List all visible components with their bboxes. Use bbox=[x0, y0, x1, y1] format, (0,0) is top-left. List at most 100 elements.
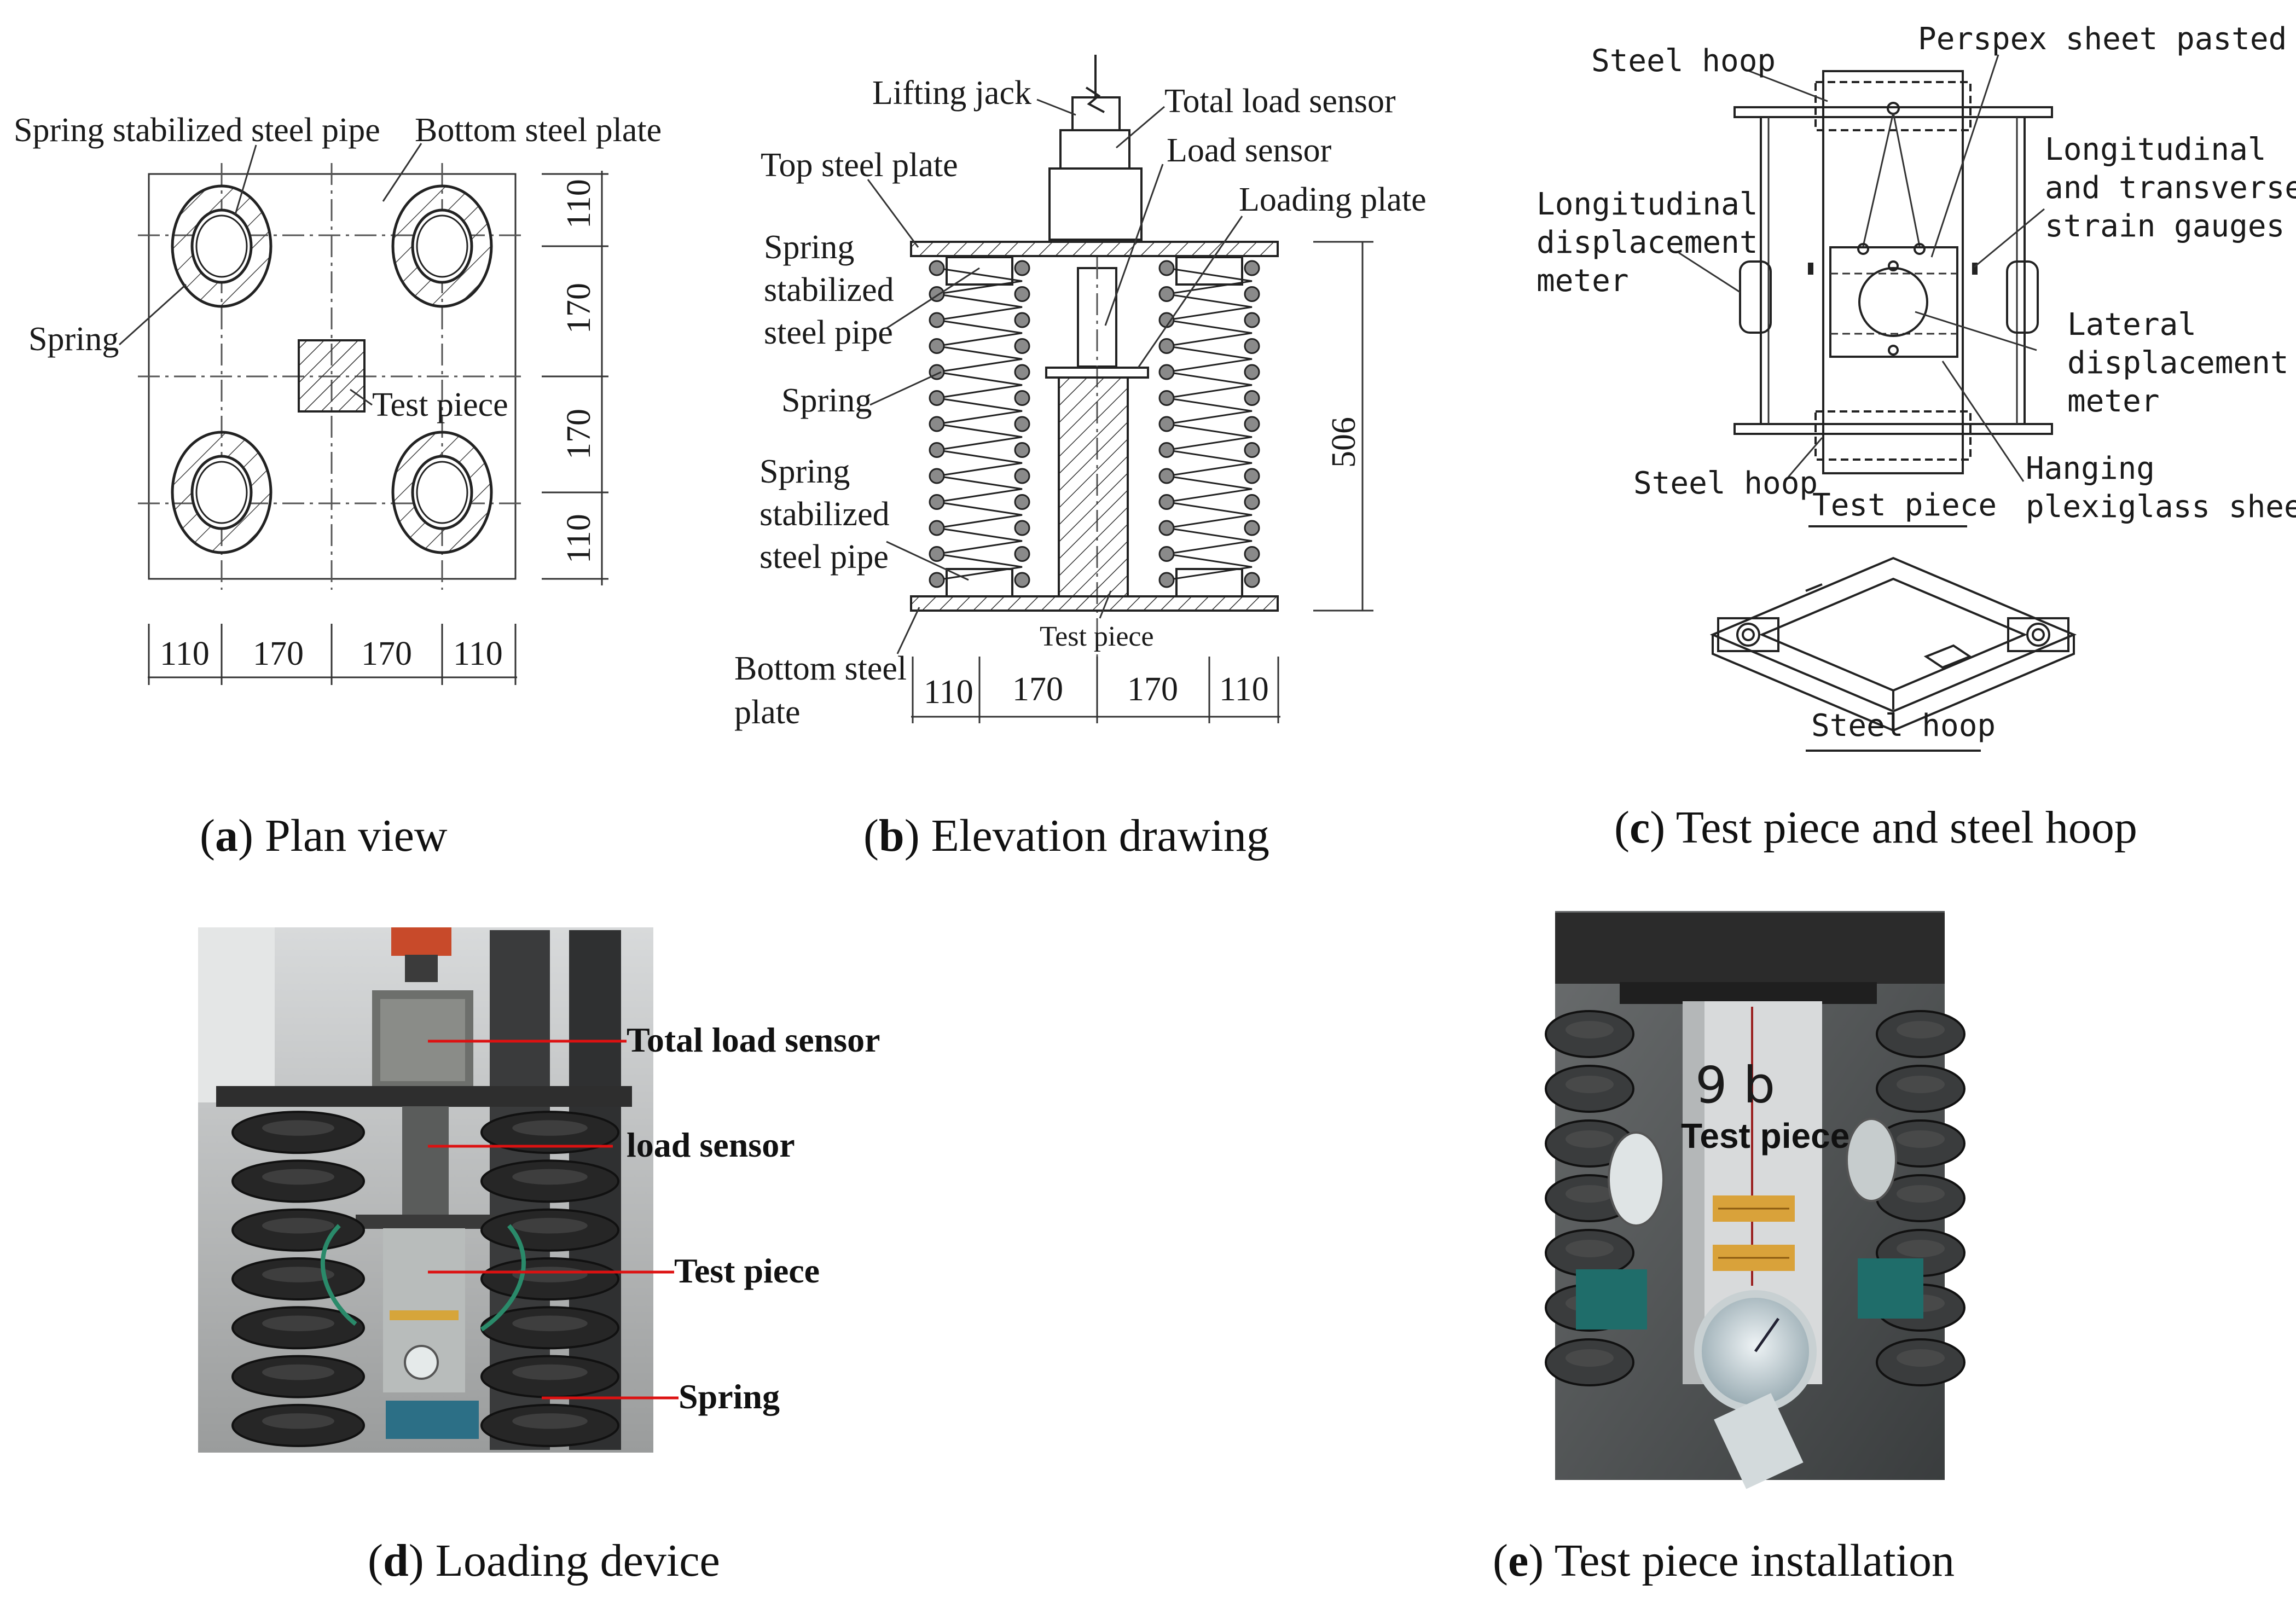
label-steel-hoop-top: Steel hoop bbox=[1591, 43, 1776, 79]
photo-e-label-test-piece: Test piece bbox=[1681, 1116, 1849, 1156]
label-spring-pipe-top-3: steel pipe bbox=[764, 314, 893, 351]
dim-b-1: 110 bbox=[924, 674, 973, 711]
spring-right bbox=[1158, 260, 1260, 588]
spring-left bbox=[929, 260, 1030, 588]
test-piece-column bbox=[1822, 70, 1964, 474]
leader-bottom-plate bbox=[382, 143, 422, 202]
label-hanging-2: plexiglass sheet bbox=[2026, 489, 2296, 525]
photo-e-green-block-right bbox=[1858, 1258, 1923, 1319]
hoop-top bbox=[1814, 81, 1972, 131]
lifting-jack bbox=[1071, 96, 1121, 131]
spring-ring-tr bbox=[391, 184, 493, 308]
dim-bottom-2: 170 bbox=[253, 635, 304, 672]
label-test-piece: Test piece bbox=[1040, 621, 1154, 652]
hanging-string bbox=[1892, 112, 1921, 247]
photo-d-cable bbox=[320, 1224, 357, 1326]
label-long-trans-1: Longitudinal bbox=[2045, 132, 2266, 167]
gauge-mark bbox=[1972, 263, 1978, 275]
break-symbol bbox=[1085, 86, 1105, 113]
leader bbox=[1678, 252, 1741, 293]
photo-d-jack-rod bbox=[405, 955, 438, 982]
lateral-disp-circle bbox=[1858, 267, 1928, 337]
label-loading-plate: Loading plate bbox=[1239, 181, 1427, 218]
photo-e-top-plate bbox=[1555, 913, 1945, 984]
photo-e-dial-needle bbox=[1754, 1317, 1780, 1352]
photo-d-strain-gauge bbox=[390, 1310, 459, 1320]
top-steel-plate bbox=[910, 241, 1279, 257]
leader bbox=[1104, 164, 1164, 326]
label-top-plate: Top steel plate bbox=[761, 147, 958, 184]
caption-b: (b) Elevation drawing bbox=[863, 810, 1269, 861]
label-long-trans-3: strain gauges bbox=[2045, 208, 2285, 244]
label-spring: Spring bbox=[28, 321, 119, 358]
dim-bottom-3: 170 bbox=[361, 635, 412, 672]
label-spring-pipe-bot-2: stabilized bbox=[759, 496, 890, 533]
long-disp-meter-left bbox=[1739, 260, 1772, 334]
spring-ring-br bbox=[391, 431, 493, 554]
hoop-top-arm bbox=[1733, 106, 2053, 118]
dim-right-3: 170 bbox=[560, 409, 598, 460]
label-long-disp-3: meter bbox=[1537, 263, 1629, 299]
load-sensor-box bbox=[1048, 167, 1143, 241]
label-bottom-plate: Bottom steel plate bbox=[415, 112, 662, 149]
leader bbox=[869, 371, 942, 406]
string-end bbox=[1857, 243, 1869, 255]
label-long-disp-1: Longitudinal bbox=[1537, 187, 1758, 222]
leader bbox=[1116, 106, 1165, 149]
pipe-top-left bbox=[946, 256, 1013, 286]
label-lat-disp-2: displacement bbox=[2067, 345, 2289, 381]
photo-d-loading-plate bbox=[356, 1215, 503, 1229]
label-spring-pipe-bot-3: steel pipe bbox=[759, 538, 889, 576]
hoop-bottom-arm bbox=[1733, 423, 2053, 435]
panel-d-loading-device-photo: Total load sensor load sensor Test piece… bbox=[198, 927, 880, 1586]
dim-height: 506 bbox=[1325, 417, 1362, 468]
leader bbox=[1787, 437, 1823, 478]
label-load-sensor: Load sensor bbox=[1167, 132, 1332, 169]
leader bbox=[1915, 311, 2037, 351]
panel-e-installation-photo: 9 b Test piece (e) Test piece installati… bbox=[1493, 911, 1965, 1586]
photo-d-top-plate bbox=[216, 1086, 632, 1107]
label-long-disp-2: displacement bbox=[1537, 225, 1758, 260]
leader bbox=[896, 607, 920, 654]
label-spring-pipe: Spring stabilized steel pipe bbox=[14, 112, 380, 149]
photo-e-right-meter bbox=[1846, 1118, 1897, 1202]
label-lat-disp-3: meter bbox=[2067, 384, 2160, 419]
label-lat-disp-1: Lateral bbox=[2067, 307, 2196, 343]
bottom-steel-plate bbox=[910, 595, 1279, 612]
dim-b-4: 110 bbox=[1219, 671, 1269, 708]
leader-spring-pipe bbox=[234, 144, 257, 215]
leader-test-piece bbox=[350, 388, 373, 406]
total-load-sensor-box bbox=[1059, 129, 1130, 170]
label-steel-hoop-iso: Steel hoop bbox=[1811, 708, 1996, 744]
label-long-trans-2: and transverse bbox=[2045, 170, 2296, 206]
photo-d-jack bbox=[391, 927, 451, 956]
label-bottom-plate-2: plate bbox=[734, 694, 801, 731]
sheet-pin bbox=[1888, 260, 1899, 271]
photo-e-hoop-top bbox=[1620, 982, 1877, 1004]
perspex-sheet bbox=[1829, 246, 1958, 358]
gauge-mark bbox=[1808, 263, 1813, 275]
inner-load-sensor bbox=[1077, 267, 1117, 368]
photo-d-label-spring: Spring bbox=[679, 1377, 780, 1416]
hoop-bottom bbox=[1814, 410, 1972, 461]
caption-a: (a) Plan view bbox=[200, 810, 448, 861]
leader-spring bbox=[118, 283, 187, 346]
dim-bottom-4: 110 bbox=[453, 635, 503, 672]
caption-c: (c) Test piece and steel hoop bbox=[1614, 802, 2137, 853]
label-spring-pipe-bot-1: Spring bbox=[759, 453, 850, 490]
photo-e-test-piece-shade bbox=[1683, 1001, 1704, 1384]
photo-d-label-total-load: Total load sensor bbox=[627, 1020, 880, 1059]
leader bbox=[886, 541, 969, 581]
leader bbox=[1099, 590, 1112, 619]
test-piece-square bbox=[298, 339, 366, 413]
spring-ring-tl bbox=[171, 184, 272, 308]
dim-right-4: 110 bbox=[560, 514, 598, 564]
string-end bbox=[1914, 243, 1926, 255]
pipe-bottom-left bbox=[946, 568, 1013, 597]
label-spring-pipe-top-1: Spring bbox=[764, 229, 854, 266]
photo-e-left-meter bbox=[1608, 1131, 1665, 1227]
leader bbox=[886, 267, 980, 329]
panel-c-test-piece-hoop: Steel hoop Perspex sheet pasted Longitud… bbox=[1537, 21, 2296, 853]
label-steel-hoop-bottom: Steel hoop bbox=[1633, 466, 1818, 501]
spring-ring-bl bbox=[171, 431, 272, 554]
